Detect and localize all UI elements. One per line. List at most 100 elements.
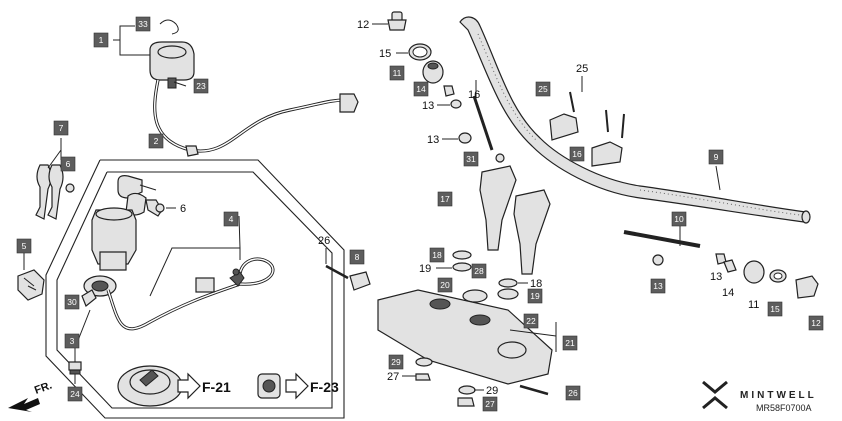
brand-name: MINTWELL: [740, 390, 817, 401]
callout-3: 3: [64, 333, 80, 349]
callout-text: 20: [440, 280, 450, 290]
callout-text: 14: [416, 84, 426, 94]
callout-text: 19: [530, 291, 540, 301]
callout-text: 27: [485, 399, 495, 409]
label-6: 6: [180, 203, 186, 215]
label-15: 15: [379, 48, 391, 60]
callout-text: 2: [154, 136, 159, 146]
ref-label-f21: F-21: [202, 379, 231, 395]
callout-6-box: 6: [60, 156, 76, 172]
switch-cable: [153, 79, 359, 157]
ref-label-f23: F-23: [310, 379, 339, 395]
callout-10: 10: [671, 211, 687, 227]
ignition-cap-part: [149, 19, 195, 89]
callout-text: 9: [714, 152, 719, 162]
callout-text: 12: [811, 318, 821, 328]
label-13a: 13: [422, 100, 434, 112]
label-14: 14: [722, 287, 734, 299]
callout-text: 22: [526, 316, 536, 326]
callout-1: 1: [93, 32, 109, 48]
callout-33: 33: [135, 16, 151, 32]
bracket-part: [17, 269, 45, 301]
label-19: 19: [419, 263, 431, 275]
brand-logo: [702, 380, 728, 410]
label-18: 18: [530, 278, 542, 290]
label-16: 16: [468, 89, 480, 101]
callout-21: 21: [562, 335, 578, 351]
callout-20: 20: [437, 277, 453, 293]
label-29: 29: [486, 385, 498, 397]
callout-text: 15: [770, 304, 780, 314]
label-27: 27: [387, 371, 399, 383]
callout-text: 11: [393, 68, 402, 78]
callout-2: 2: [148, 133, 164, 149]
callout-24: 24: [67, 386, 83, 402]
label-11: 11: [748, 299, 759, 311]
handlebar-part: [459, 16, 811, 224]
callout-text: 4: [229, 214, 234, 224]
callout-29: 29: [388, 354, 404, 370]
callout-8: 8: [349, 249, 365, 265]
callout-11: 11: [389, 65, 405, 81]
fuel-cap-part: [117, 365, 281, 407]
callout-27: 27: [482, 396, 498, 412]
callout-text: 23: [196, 81, 206, 91]
bar-end-part: [623, 230, 819, 299]
front-direction-arrow: [8, 398, 40, 412]
callout-12: 12: [808, 315, 824, 331]
callout-text: 3: [70, 336, 75, 346]
callout-text: 6: [66, 159, 71, 169]
callout-text: 18: [432, 250, 442, 260]
callout-15: 15: [767, 301, 783, 317]
handlebar-clamp-part: [549, 91, 625, 167]
label-26: 26: [318, 235, 330, 247]
callout-text: 17: [440, 194, 450, 204]
label-12: 12: [357, 19, 369, 31]
callout-25: 25: [535, 81, 551, 97]
callout-text: 26: [568, 388, 578, 398]
callout-5: 5: [16, 238, 32, 254]
callout-17: 17: [437, 191, 453, 207]
label-13b: 13: [427, 134, 439, 146]
callout-text: 8: [355, 252, 360, 262]
callout-14: 14: [413, 81, 429, 97]
callout-18: 18: [429, 247, 445, 263]
callout-19: 19: [527, 288, 543, 304]
label-13c: 13: [710, 271, 722, 283]
callout-text: 25: [538, 84, 548, 94]
callout-28: 28: [471, 263, 487, 279]
callout-text: 31: [466, 154, 476, 164]
callout-text: 7: [59, 123, 64, 133]
callout-9: 9: [708, 149, 724, 165]
callout-text: 33: [138, 19, 148, 29]
ignition-switch-part: [83, 175, 165, 297]
ref-arrow-f23: [285, 372, 309, 400]
callout-text: 16: [572, 149, 582, 159]
callout-7: 7: [53, 120, 69, 136]
label-25: 25: [576, 63, 588, 75]
screw-part: [68, 289, 97, 384]
callout-16: 16: [569, 146, 585, 162]
callout-text: 28: [474, 266, 484, 276]
callout-31: 31: [463, 151, 479, 167]
callout-text: 10: [674, 214, 684, 224]
callout-23: 23: [193, 78, 209, 94]
callout-text: 30: [67, 297, 77, 307]
callout-22: 22: [523, 313, 539, 329]
callout-text: 5: [22, 241, 27, 251]
callout-26: 26: [565, 385, 581, 401]
callout-30: 30: [64, 294, 80, 310]
ignition-set-border: [45, 159, 345, 419]
harness-cable: [106, 257, 275, 331]
callout-text: 24: [70, 389, 80, 399]
callout-13: 13: [650, 278, 666, 294]
front-direction-label: FR.: [33, 379, 54, 396]
callout-4: 4: [223, 211, 239, 227]
key-set-part: [35, 164, 75, 220]
steering-stem-part: [325, 11, 553, 407]
ref-arrow-f21: [177, 372, 201, 400]
callout-text: 21: [565, 338, 575, 348]
callout-text: 1: [99, 35, 104, 45]
callout-text: 13: [653, 281, 663, 291]
